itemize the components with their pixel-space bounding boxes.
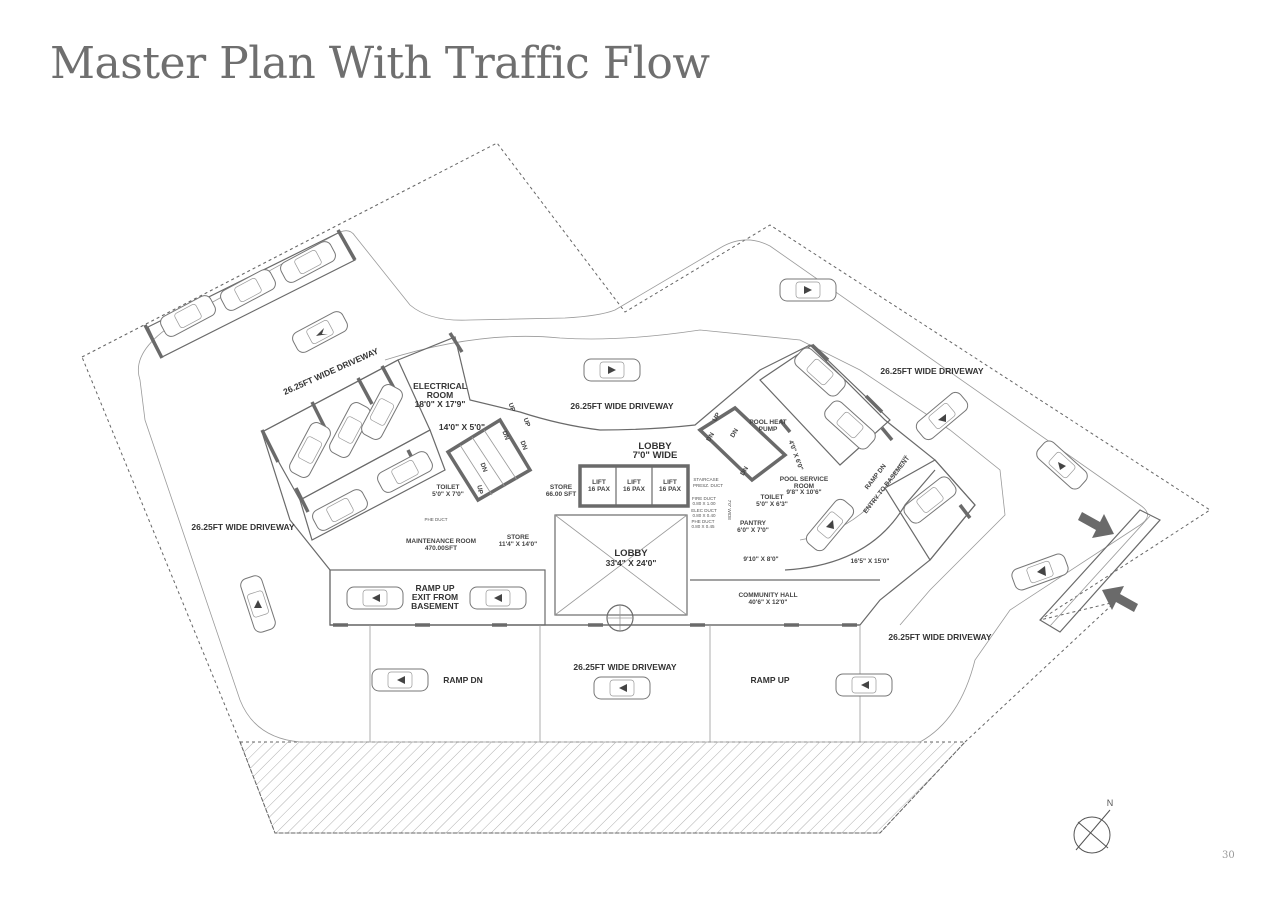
- page-title: Master Plan With Traffic Flow: [50, 38, 710, 89]
- elec-duct-dim: 0.80 X 0.40: [692, 513, 716, 518]
- fire-duct-label: FIRE DUCT: [692, 496, 716, 501]
- staircase-duct-label-2: PRESZ. DUCT: [693, 483, 723, 488]
- stair-dn-label-3: DN: [479, 462, 489, 474]
- stair-up-label-4: UP: [711, 411, 722, 423]
- pool-service-room-label: POOL SERVICE: [780, 476, 829, 483]
- pool-heat-pump-label-2: PUMP: [759, 426, 778, 433]
- store-dim-1: 66.00 SFT: [546, 491, 576, 498]
- car: [289, 422, 331, 478]
- driveway-label-top-right: 26.25FT WIDE DRIVEWAY: [880, 366, 983, 376]
- community-hall-dim: 40'6" X 12'0": [749, 599, 788, 606]
- dim-16-5-label: 16'5" X 15'0": [851, 558, 890, 565]
- electrical-room-label: ELECTRICAL: [413, 381, 467, 391]
- lift-cap-2: 16 PAX: [623, 486, 646, 493]
- stair-dn-label-4: DN: [705, 431, 716, 443]
- stair-up-label-1: UP: [507, 402, 517, 414]
- stair-dn-label-2: DN: [519, 440, 529, 452]
- lift-label-3: LIFT: [663, 479, 677, 486]
- stair-dn-label-6: DN: [739, 465, 750, 477]
- car: [312, 489, 368, 531]
- pantry-label: PANTRY: [740, 520, 767, 527]
- pool-service-room-label-2: ROOM: [794, 483, 814, 490]
- main-lobby: [554, 514, 688, 632]
- car: [794, 347, 846, 397]
- ramp-up-exit-label: RAMP UP: [415, 583, 454, 593]
- ramp-up-label: RAMP UP: [750, 675, 789, 685]
- small-lobby-label: LOBBY: [638, 441, 672, 452]
- driveway-outer-edge: [138, 230, 1148, 743]
- stair-core: [445, 417, 533, 503]
- toilet-dim-2: 5'0" X 6'3": [756, 501, 788, 508]
- staircase-duct-label: STAIRCASE: [693, 477, 718, 482]
- car: [329, 402, 371, 458]
- lift-label-1: LIFT: [592, 479, 606, 486]
- driveway-label-left: 26.25FT WIDE DRIVEWAY: [191, 522, 294, 532]
- ramp-dn-label: RAMP DN: [443, 675, 483, 685]
- pool-service-room-dim: 9'8" X 10'6": [786, 489, 821, 496]
- store-label-2: STORE: [507, 534, 530, 541]
- maintenance-room-area: 470.00SFT: [425, 545, 457, 552]
- ramp-curve-right: [784, 469, 936, 571]
- lift-core: [578, 464, 690, 508]
- ramp-up-exit-label-3: BASEMENT: [411, 601, 460, 611]
- dim-9-10-label: 9'10" X 8'0": [743, 556, 778, 563]
- traffic-arrow-icon: [254, 286, 1066, 692]
- toilet-label-2: TOILET: [761, 494, 784, 501]
- store-label-1: STORE: [550, 484, 573, 491]
- car: [903, 476, 957, 524]
- driveway-label-bottom-center: 26.25FT WIDE DRIVEWAY: [573, 662, 676, 672]
- car: [160, 295, 216, 337]
- elec-duct-label: ELEC DUCT: [691, 508, 717, 513]
- dim-4-6-label: 4'0" X 6'0": [787, 439, 804, 471]
- maintenance-room-label: MAINTENANCE ROOM: [406, 538, 476, 545]
- lift-cap-3: 16 PAX: [659, 486, 682, 493]
- ramp-up-exit-label-2: EXIT FROM: [412, 592, 458, 602]
- site-boundary: [81, 142, 1211, 834]
- stair-up-label-3: UP: [475, 485, 484, 496]
- small-lobby-dim: 7'0" WIDE: [633, 450, 678, 461]
- lift-cap-1: 16 PAX: [588, 486, 611, 493]
- toilet-dim-1: 5'0" X 7'0": [432, 491, 464, 498]
- pantry-dim: 6'0" X 7'0": [737, 527, 769, 534]
- car: [824, 400, 876, 450]
- community-hall-label: COMMUNITY HALL: [738, 592, 797, 599]
- main-lobby-label: LOBBY: [614, 548, 648, 559]
- toilet-label-1: TOILET: [437, 484, 460, 491]
- driveway-label-top-center: 26.25FT WIDE DRIVEWAY: [570, 401, 673, 411]
- stair-dn-label-5: DN: [729, 427, 740, 439]
- car: [915, 391, 969, 441]
- stair-up-label-2: UP: [522, 417, 532, 429]
- pool-heat-pump-label: POOL HEAT: [749, 419, 786, 426]
- lift-label-2: LIFT: [627, 479, 641, 486]
- page-number: 30: [1222, 850, 1235, 861]
- electrical-room-dim: 18'0" X 17'9": [415, 399, 466, 409]
- parking-strip-top-left: [143, 229, 357, 359]
- compass-north-label: N: [1107, 798, 1114, 808]
- north-compass-icon: [1073, 809, 1111, 854]
- store-dim-2: 11'4" X 14'0": [499, 541, 538, 548]
- parking-block-right: [759, 343, 976, 562]
- traffic-arrow-icon: [1078, 512, 1138, 612]
- stair-dn-label-1: DN: [501, 430, 511, 442]
- phe-duct-label: PHE DUCT: [424, 517, 447, 522]
- car: [377, 451, 433, 493]
- car: [220, 269, 276, 311]
- hatched-setback-strip: [239, 741, 967, 834]
- fire-duct-dim: 0.80 X 1.00: [692, 501, 716, 506]
- electrical-room-label-2: ROOM: [427, 390, 453, 400]
- stair-dim-label: 14'0" X 5'0": [439, 422, 485, 432]
- car: [280, 241, 336, 283]
- main-lobby-dim: 33'4" X 24'0": [606, 558, 657, 568]
- phe-duct-dim-2: 0.80 X 0.45: [691, 524, 715, 529]
- stair-core-right: [697, 405, 788, 483]
- car: [361, 384, 403, 440]
- site-gate: [1039, 509, 1161, 633]
- driveway-label-bottom-right: 26.25FT WIDE DRIVEWAY: [888, 632, 991, 642]
- phe-duct-label-2: PHE DUCT: [691, 519, 714, 524]
- width-7ft-label: 7'0" WIDE: [727, 500, 732, 520]
